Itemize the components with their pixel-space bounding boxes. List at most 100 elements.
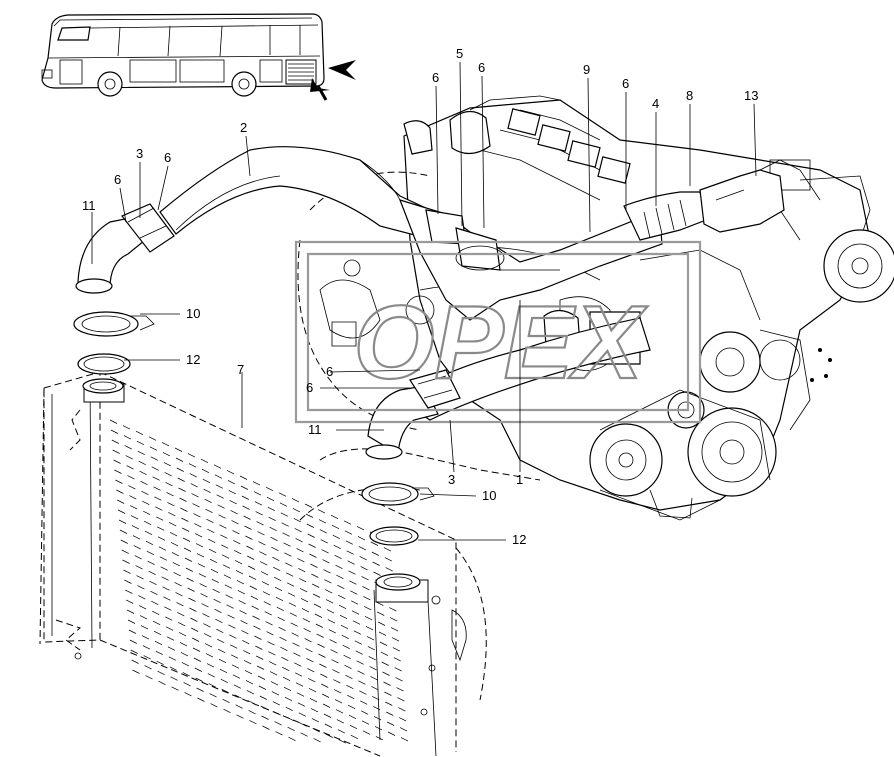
radiator-fin	[259, 551, 267, 556]
radiator-fin	[119, 529, 128, 534]
radiator-fin	[295, 682, 304, 687]
radiator-fin	[300, 732, 308, 737]
radiator-fin	[165, 626, 174, 631]
radiator-fin	[188, 597, 196, 602]
callout-7: 7	[237, 362, 244, 377]
radiator-fin	[334, 699, 343, 704]
radiator-fin	[135, 565, 143, 570]
radiator-fin	[381, 661, 389, 666]
radiator-fin	[313, 603, 322, 608]
radiator-fin	[152, 610, 160, 616]
radiator-fin	[283, 686, 292, 692]
radiator-fin	[210, 568, 219, 574]
radiator-fin	[144, 530, 153, 536]
radiator-fin	[164, 606, 172, 611]
charge-air-pipe-main	[398, 169, 785, 321]
radiator-fin	[373, 571, 381, 576]
radiator-fin	[263, 601, 271, 606]
radiator-fin	[217, 504, 225, 509]
radiator-fin	[351, 600, 359, 605]
radiator	[39, 371, 487, 757]
radiator-fin	[282, 666, 290, 672]
radiator-fin	[178, 632, 187, 637]
radiator-fin	[257, 531, 265, 536]
radiator-fin	[397, 697, 405, 702]
radiator-inlet-left	[82, 378, 124, 394]
radiator-fin	[272, 701, 280, 706]
radiator-fin	[279, 502, 288, 507]
radiator-fin	[194, 523, 202, 528]
radiator-fin	[233, 684, 241, 689]
radiator-fin	[264, 611, 272, 616]
radiator-fin	[123, 435, 132, 440]
radiator-fin	[360, 710, 369, 715]
radiator-fin	[361, 576, 369, 581]
radiator-fin	[356, 526, 365, 531]
radiator-fin	[153, 630, 162, 636]
radiator-fin	[138, 460, 146, 466]
radiator-fin	[245, 680, 254, 685]
radiator-fin	[204, 498, 212, 504]
pulley-large	[687, 407, 777, 497]
radiator-fin	[230, 644, 238, 649]
callout-6-mid-1: 6	[326, 364, 333, 379]
radiator-fin	[293, 518, 301, 523]
radiator-fin	[211, 578, 219, 584]
radiator-fin	[256, 665, 265, 670]
radiator-fin	[337, 729, 345, 734]
radiator-fin	[253, 491, 262, 496]
radiator-fin	[287, 726, 295, 732]
radiator-fin	[259, 695, 267, 700]
radiator-fin	[143, 520, 152, 526]
radiator-fin	[267, 641, 275, 646]
radiator-fin	[144, 665, 152, 670]
radiator-fin	[320, 673, 328, 678]
radiator-fin	[251, 605, 259, 610]
radiator-fin	[164, 472, 172, 477]
radiator-fin	[345, 540, 353, 545]
radiator-fin	[360, 566, 368, 571]
radiator-fin	[231, 664, 240, 669]
radiator-fin	[109, 419, 118, 424]
radiator-fin	[110, 429, 119, 434]
radiator-fin	[324, 579, 332, 584]
radiator-fin	[167, 646, 176, 651]
radiator-fin	[221, 544, 229, 549]
radiator-fin	[249, 585, 258, 590]
radiator-fin	[200, 458, 209, 464]
radiator-fin	[261, 715, 269, 720]
rear-wheel	[231, 71, 257, 97]
radiator-fin	[400, 737, 409, 742]
radiator-fin	[238, 600, 246, 605]
radiator-fin	[248, 710, 256, 715]
radiator-fin	[244, 525, 252, 530]
radiator-fin	[286, 572, 294, 577]
radiator-fin	[181, 517, 189, 522]
radiator-fin	[273, 711, 281, 716]
seal-12-lower	[369, 526, 419, 546]
radiator-fin	[294, 528, 302, 533]
radiator-fin	[183, 682, 191, 687]
radiator-fin	[139, 605, 147, 610]
radiator-fin	[252, 481, 261, 486]
radiator-fin	[142, 645, 150, 650]
radiator-fin	[385, 701, 393, 706]
radiator-fin	[191, 493, 199, 498]
radiator-fin	[249, 720, 257, 725]
radiator-fin	[139, 615, 148, 620]
radiator-fin	[151, 600, 159, 606]
radiator-fin	[184, 557, 193, 562]
radiator-fin	[356, 660, 364, 665]
radiator-fin	[319, 663, 327, 668]
radiator-fin	[133, 545, 141, 550]
radiator-fin	[220, 534, 228, 539]
radiator-fin	[280, 512, 288, 517]
radiator-fin	[312, 728, 320, 733]
radiator-fin	[338, 739, 346, 744]
radiator-fin	[205, 508, 213, 514]
radiator-fin	[116, 489, 124, 494]
radiator-fin	[225, 594, 233, 599]
radiator-fin	[174, 582, 182, 587]
radiator-fin	[365, 626, 374, 631]
radiator-fin	[321, 693, 330, 698]
